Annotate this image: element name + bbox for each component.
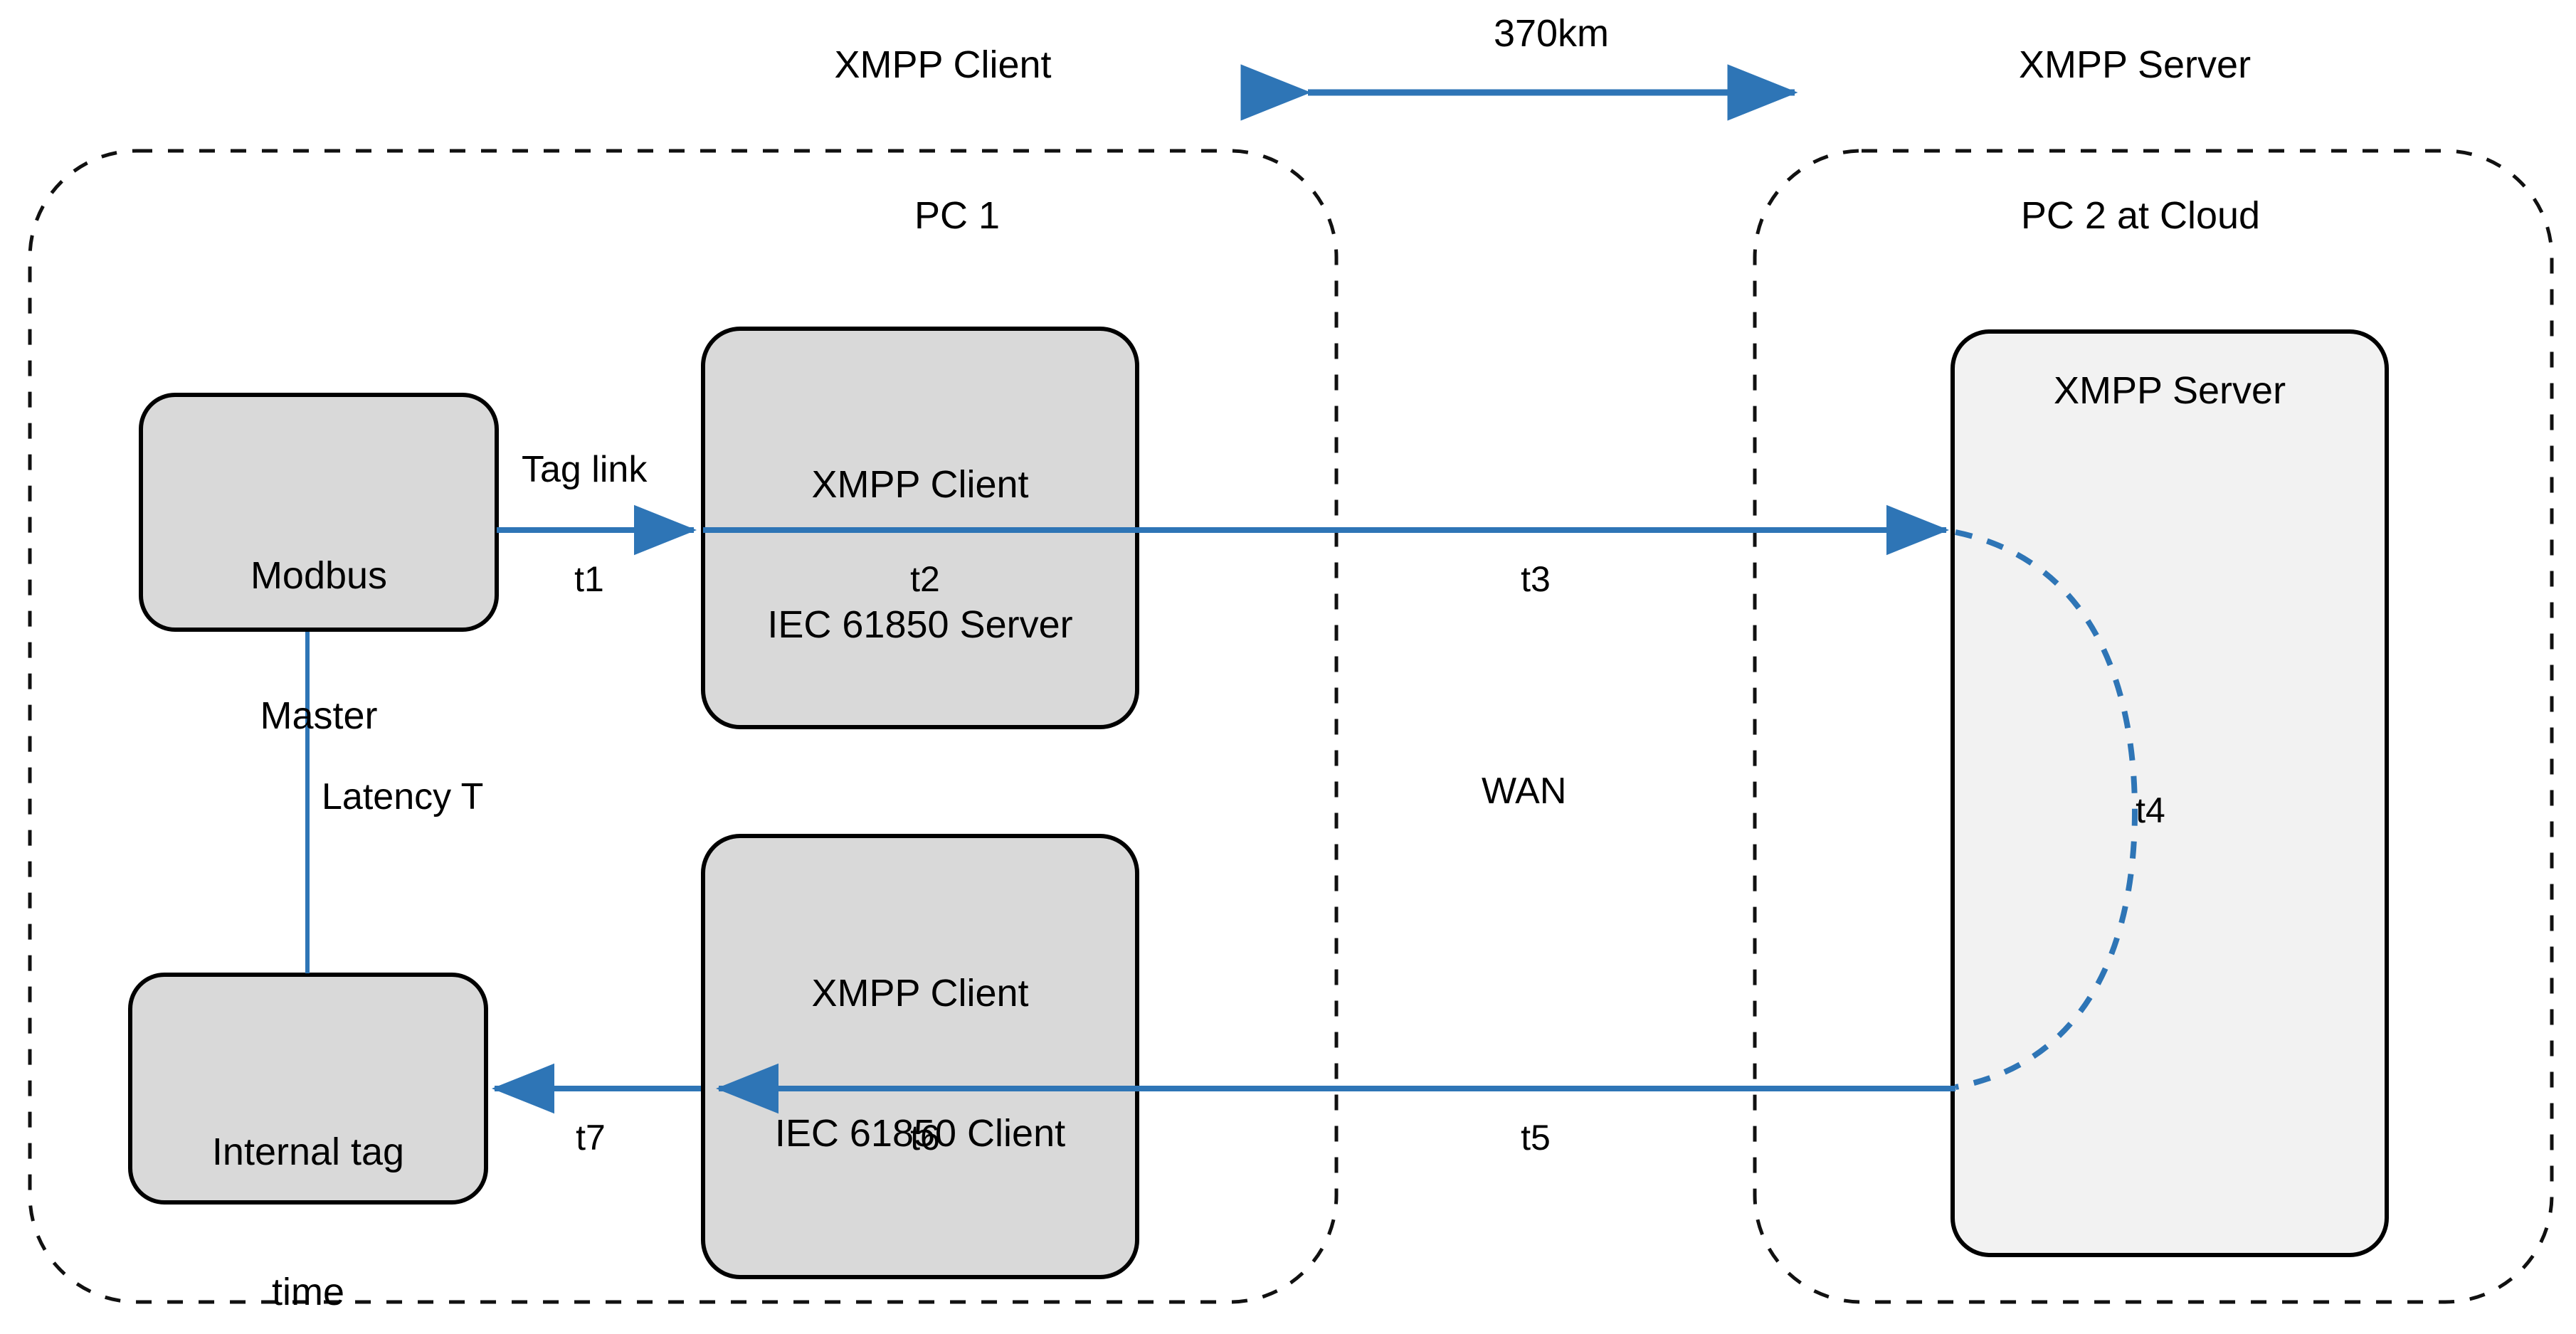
tag-link-annotation: Tag link (522, 449, 648, 490)
edge-label-t7: t7 (576, 1118, 606, 1158)
client-header-label: XMPP Client (834, 43, 1052, 86)
xmpp-client-iec-server-label: XMPP Client IEC 61850 Server (700, 368, 1141, 743)
internal-tag-time-line-1: Internal tag (211, 1130, 405, 1173)
pc1-container-label: PC 1 (914, 194, 1001, 237)
modbus-master-line-2: Master (260, 694, 378, 738)
edge-label-t2: t2 (910, 559, 940, 599)
pc2-container-label: PC 2 at Cloud (2020, 194, 2261, 237)
xmpp-client-iec-client-label: XMPP Client IEC 61850 Client (700, 877, 1141, 1251)
xmpp-server-shape (1951, 329, 2389, 1257)
xmpp-client-iec-client-line-1: XMPP Client (811, 971, 1029, 1015)
edge-label-t6: t6 (910, 1118, 940, 1158)
internal-tag-time-line-2: time (271, 1271, 344, 1314)
distance-label: 370km (1493, 12, 1610, 55)
xmpp-client-iec-server-line-2: IEC 61850 Server (767, 603, 1073, 647)
edge-label-t5: t5 (1521, 1118, 1551, 1158)
latency-annotation: Latency T (322, 776, 484, 817)
xmpp-client-iec-client-line-2: IEC 61850 Client (774, 1112, 1066, 1155)
xmpp-client-iec-server-line-1: XMPP Client (811, 462, 1029, 506)
modbus-master-label: Modbus Master (141, 459, 497, 834)
wan-annotation: WAN (1482, 771, 1567, 812)
modbus-master-shape (139, 393, 499, 632)
xmpp-client-iec-client-shape (701, 834, 1139, 1279)
flow-t4-dashed-loop (1955, 529, 2138, 1090)
edge-label-t4: t4 (2136, 790, 2165, 830)
pc2-container-outline (1753, 149, 2554, 1304)
server-header-label: XMPP Server (2018, 43, 2252, 86)
edge-label-t3: t3 (1521, 559, 1551, 599)
modbus-master-line-1: Modbus (250, 554, 388, 597)
internal-tag-time-label: Internal tag time (130, 1035, 486, 1334)
edge-label-t1: t1 (574, 559, 604, 599)
pc1-container-outline (28, 149, 1339, 1304)
xmpp-server-label: XMPP Server (2053, 369, 2286, 412)
internal-tag-time-shape (128, 973, 488, 1205)
